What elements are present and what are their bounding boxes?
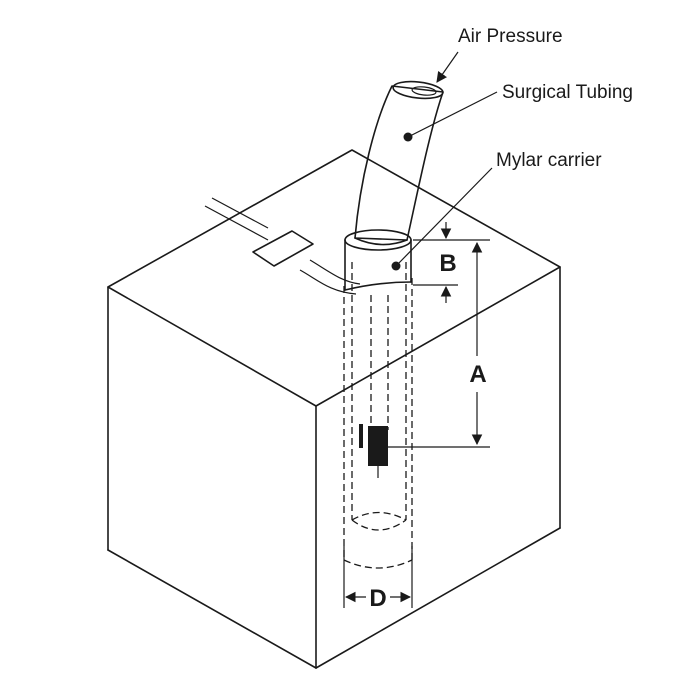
drilled-hole <box>343 278 413 569</box>
tape-strip <box>252 230 314 267</box>
dimension-b <box>413 222 490 303</box>
tubing-leader <box>407 91 498 138</box>
sensor-element <box>359 424 388 478</box>
dimension-d <box>343 546 413 608</box>
air-pressure-leader <box>436 51 459 83</box>
collar <box>344 229 412 291</box>
dimension-b-label: B <box>439 250 456 277</box>
mylar-carrier-label: Mylar carrier <box>496 150 602 171</box>
carrier-leader <box>395 167 493 267</box>
test-block <box>107 149 561 669</box>
wire-leads <box>204 197 361 295</box>
surgical-tubing-label: Surgical Tubing <box>502 82 633 103</box>
dimension-d-label: D <box>369 585 386 612</box>
dimension-a-label: A <box>469 361 486 388</box>
mylar-carrier-tube <box>351 262 407 531</box>
air-pressure-label: Air Pressure <box>458 26 563 47</box>
surgical-tubing <box>354 80 444 246</box>
